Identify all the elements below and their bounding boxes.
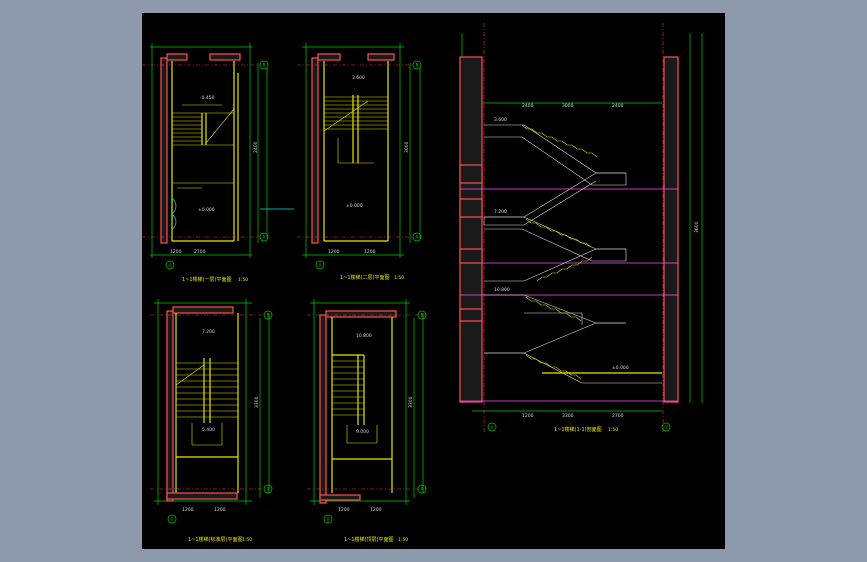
svg-text:2700: 2700 bbox=[194, 249, 206, 255]
stair-treads-2 bbox=[323, 95, 388, 164]
svg-text:2400: 2400 bbox=[612, 103, 624, 109]
svg-text:①: ① bbox=[170, 517, 174, 522]
svg-text:B: B bbox=[421, 313, 424, 318]
view-title: 1~1楼梯(顶层)平面图 bbox=[344, 536, 393, 543]
svg-text:3.600: 3.600 bbox=[494, 117, 507, 123]
svg-text:3000: 3000 bbox=[404, 141, 410, 153]
svg-text:3300: 3300 bbox=[408, 396, 414, 408]
svg-text:1:50: 1:50 bbox=[394, 275, 404, 281]
svg-text:2400: 2400 bbox=[522, 103, 534, 109]
svg-text:1:50: 1:50 bbox=[242, 537, 252, 543]
svg-text:7.200: 7.200 bbox=[494, 209, 507, 215]
svg-text:2400: 2400 bbox=[253, 141, 259, 153]
svg-text:1:50: 1:50 bbox=[398, 537, 408, 543]
svg-text:1200: 1200 bbox=[370, 507, 382, 513]
svg-text:A: A bbox=[421, 487, 424, 492]
svg-text:7.200: 7.200 bbox=[202, 329, 215, 335]
view-title: 1~1楼梯(标准层)平面图 bbox=[188, 536, 242, 543]
svg-text:1200: 1200 bbox=[214, 507, 226, 513]
svg-text:±0.000: ±0.000 bbox=[198, 207, 215, 213]
plan-view-4: 10.800 9.000 1200 1200 3300 B A ① 1~1楼梯(… bbox=[307, 299, 427, 543]
svg-text:①: ① bbox=[326, 517, 330, 522]
view-title: 1~1楼梯(一层)平面图 bbox=[182, 276, 231, 283]
svg-text:2700: 2700 bbox=[612, 413, 624, 419]
svg-text:A: A bbox=[416, 235, 419, 240]
svg-text:9.000: 9.000 bbox=[356, 429, 369, 435]
svg-text:A: A bbox=[267, 487, 270, 492]
stair-drawing: -0.450 ±0.000 2700 1200 2400 B A ① 1~1楼梯… bbox=[142, 23, 703, 543]
svg-text:B: B bbox=[263, 63, 266, 68]
view-title: 1~1楼梯(二层)平面图 bbox=[340, 274, 389, 281]
svg-text:B: B bbox=[267, 313, 270, 318]
svg-text:③: ③ bbox=[664, 425, 668, 430]
svg-text:1200: 1200 bbox=[182, 507, 194, 513]
stair-treads-1 bbox=[172, 104, 235, 146]
svg-text:1200: 1200 bbox=[170, 249, 182, 255]
svg-text:3300: 3300 bbox=[562, 413, 574, 419]
svg-text:5.400: 5.400 bbox=[202, 427, 215, 433]
cad-viewport[interactable]: -0.450 ±0.000 2700 1200 2400 B A ① 1~1楼梯… bbox=[142, 13, 725, 549]
svg-text:1:50: 1:50 bbox=[608, 427, 618, 433]
svg-text:1200: 1200 bbox=[522, 413, 534, 419]
svg-text:3600: 3600 bbox=[694, 221, 700, 233]
svg-text:1200: 1200 bbox=[338, 507, 350, 513]
stair-treads-4 bbox=[332, 354, 378, 444]
svg-text:±0.000: ±0.000 bbox=[346, 203, 363, 209]
stair-flights bbox=[483, 124, 662, 384]
svg-text:①: ① bbox=[168, 263, 172, 268]
stair-treads-3 bbox=[175, 358, 238, 446]
svg-text:10.800: 10.800 bbox=[494, 287, 510, 293]
svg-text:3300: 3300 bbox=[254, 396, 260, 408]
svg-text:3000: 3000 bbox=[562, 103, 574, 109]
svg-text:±0.000: ±0.000 bbox=[612, 365, 629, 371]
svg-text:①: ① bbox=[318, 263, 322, 268]
svg-text:1:50: 1:50 bbox=[238, 277, 248, 283]
plan-view-3: 7.200 5.400 1200 1200 3300 B A ① 1~1楼梯(标… bbox=[150, 299, 273, 543]
svg-text:1200: 1200 bbox=[328, 249, 340, 255]
svg-text:A: A bbox=[263, 235, 266, 240]
plan-view-1: -0.450 ±0.000 2700 1200 2400 B A ① 1~1楼梯… bbox=[142, 43, 294, 283]
svg-text:3.600: 3.600 bbox=[352, 75, 365, 81]
svg-text:①: ① bbox=[490, 425, 494, 430]
section-view: 3.600 7.200 10.800 ±0.000 2400 3000 2400… bbox=[459, 23, 703, 433]
svg-text:B: B bbox=[416, 63, 419, 68]
plan-view-2: 3.600 ±0.000 1200 1200 3000 B A ① 1~1楼梯(… bbox=[297, 43, 422, 281]
view-title: 1~1楼梯(1-1)剖面图 bbox=[554, 426, 602, 433]
svg-text:1200: 1200 bbox=[364, 249, 376, 255]
svg-text:-0.450: -0.450 bbox=[200, 95, 215, 101]
svg-text:10.800: 10.800 bbox=[356, 333, 372, 339]
